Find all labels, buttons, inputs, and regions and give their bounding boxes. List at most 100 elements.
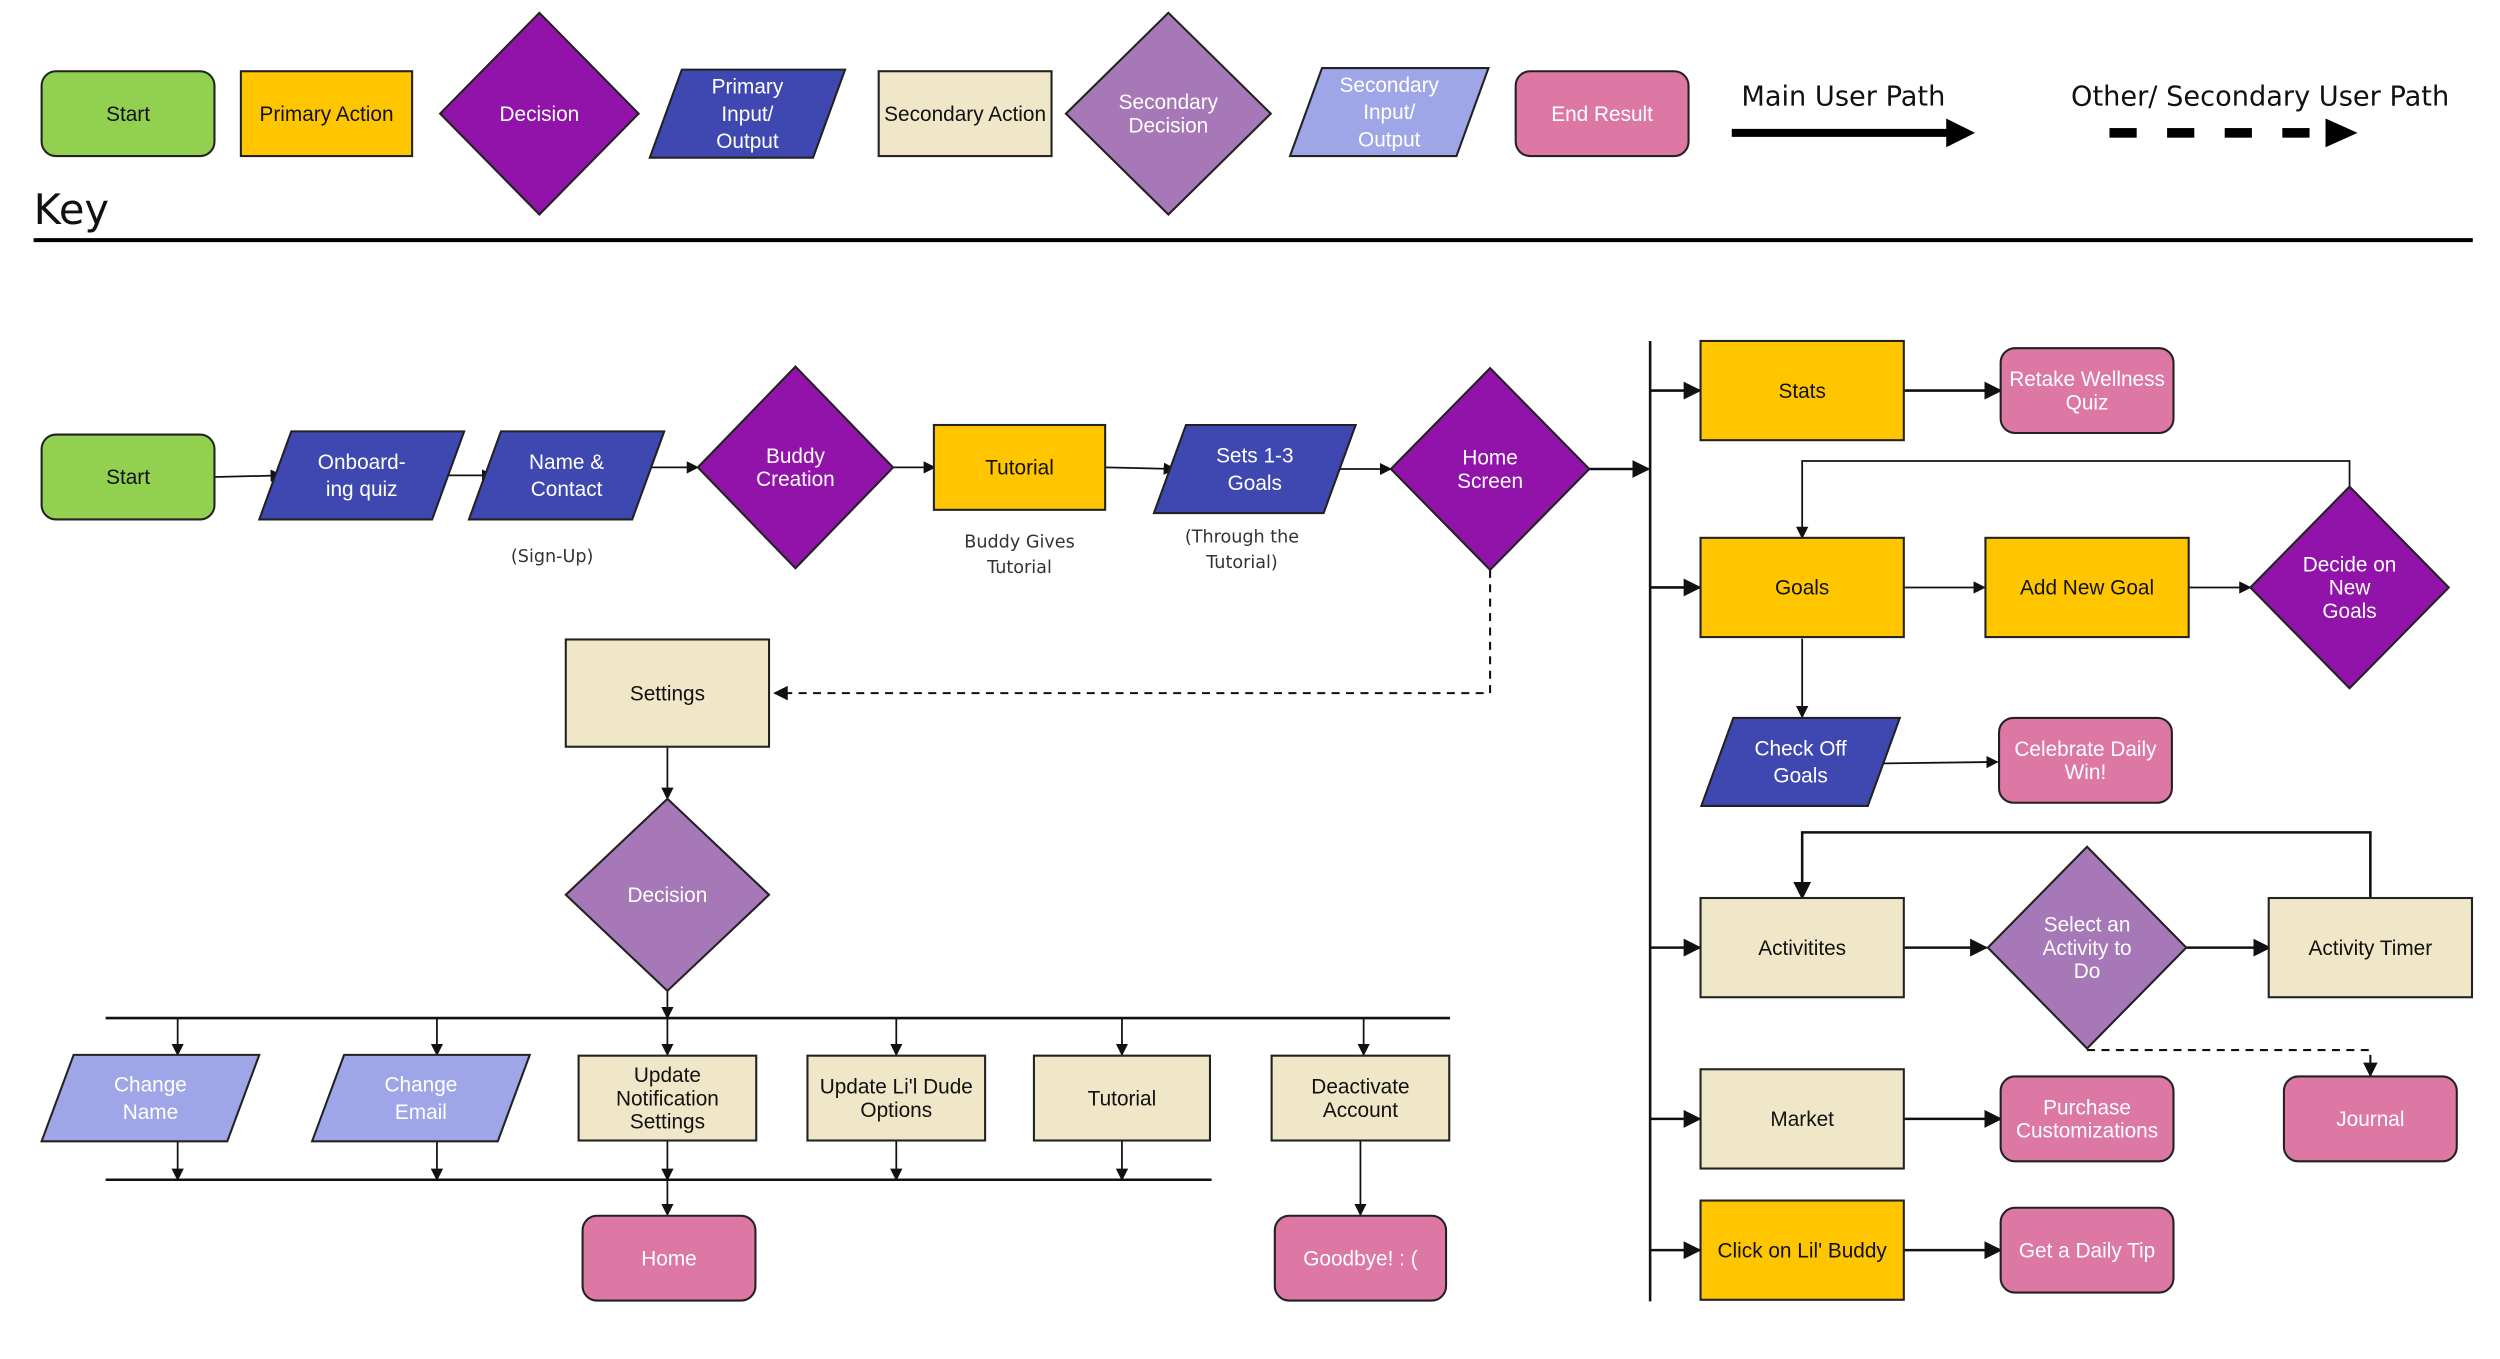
edge-decide-goals [1796,460,2351,540]
parallelogram-shape [1699,716,1902,807]
node-stats[interactable]: Stats [1699,339,1905,442]
rounded-rect-shape [40,433,216,521]
legend-key-secondary-action[interactable]: Secondary Action [877,70,1053,158]
legend-key-start[interactable]: Start [40,70,216,158]
rect-shape [1699,1068,1905,1170]
note-name-contact: (Sign-Up) [511,547,593,567]
rounded-rect-shape [581,1214,757,1302]
node-label: Activity Timer [2309,937,2433,960]
node-label: Home [641,1247,696,1270]
node-market[interactable]: Market [1699,1068,1905,1170]
parallelogram-shape [648,68,847,159]
node-tutorial[interactable]: Tutorial [932,423,1107,511]
secondary-path-label: Other/ Secondary User Path [2071,82,2449,113]
parallelogram-shape [310,1053,532,1143]
edge-home-settings [773,569,1492,701]
rounded-rect-shape [40,70,216,158]
diamond-shape [1986,845,2188,1050]
legend-key-primary-action[interactable]: Primary Action [239,70,414,158]
rect-shape [564,638,771,748]
legend-key-end-result[interactable]: End Result [1514,70,1690,158]
node-goals[interactable]: Goals [1699,536,1905,639]
node-activities[interactable]: Activitites [1699,896,1905,999]
node-settings-decision[interactable]: Decision [564,797,771,993]
node-label: End Result [1551,103,1653,126]
node-label: Start [106,103,150,126]
node-activity-timer[interactable]: Activity Timer [2267,896,2474,999]
node-label: Market [1770,1108,1834,1131]
key-title: Key [34,185,109,234]
rounded-rect-shape [2282,1075,2458,1163]
node-start[interactable]: Start [40,433,216,521]
node-click-lil-buddy[interactable]: Click on Lil' Buddy [1699,1199,1905,1301]
rounded-rect-shape [1999,347,2175,435]
rect-shape [239,70,414,158]
diamond-shape [438,11,641,216]
node-settings[interactable]: Settings [564,638,771,748]
rounded-rect-shape [1999,1206,2175,1294]
node-label: Goals [1775,577,1829,600]
rounded-rect-shape [1999,1075,2175,1163]
node-label: Decision [628,884,708,907]
node-label: Tutorial [985,457,1054,480]
parallelogram-shape [40,1053,261,1143]
node-journal[interactable]: Journal [2282,1075,2458,1163]
edge-start-onboarding [214,469,283,482]
node-goodbye[interactable]: Goodbye! : ( [1273,1214,1448,1302]
edge-checkoff-celebrate [1877,755,1999,769]
legend-key-decision[interactable]: Decision [438,11,641,216]
node-label: Journal [2336,1108,2404,1131]
rounded-rect-shape [1514,70,1690,158]
rect-shape [1699,536,1905,639]
edges [105,340,2378,1302]
edge-timer-activities [1793,831,2372,900]
edge-select-journal [2087,1049,2378,1078]
node-onboarding-quiz[interactable]: Onboard-ing quiz [257,430,466,521]
node-home[interactable]: Home [581,1214,757,1302]
rect-shape [2267,896,2474,999]
diamond-shape [564,797,771,993]
node-label: Name &Contact [529,451,604,501]
secondary-path-arrow [2109,118,2358,148]
rect-shape [806,1054,987,1142]
node-settings-tutorial[interactable]: Tutorial [1032,1054,1212,1142]
node-label: Activitites [1758,937,1846,960]
node-label: Tutorial [1088,1087,1157,1110]
rect-shape [1984,536,2190,639]
rect-shape [1270,1054,1451,1142]
node-add-new-goal[interactable]: Add New Goal [1984,536,2190,639]
node-label: Settings [630,682,705,705]
node-daily-tip[interactable]: Get a Daily Tip [1999,1206,2175,1294]
diamond-shape [696,365,895,570]
parallelogram-shape [1152,423,1358,515]
node-name-contact[interactable]: Name &Contact [467,430,666,521]
